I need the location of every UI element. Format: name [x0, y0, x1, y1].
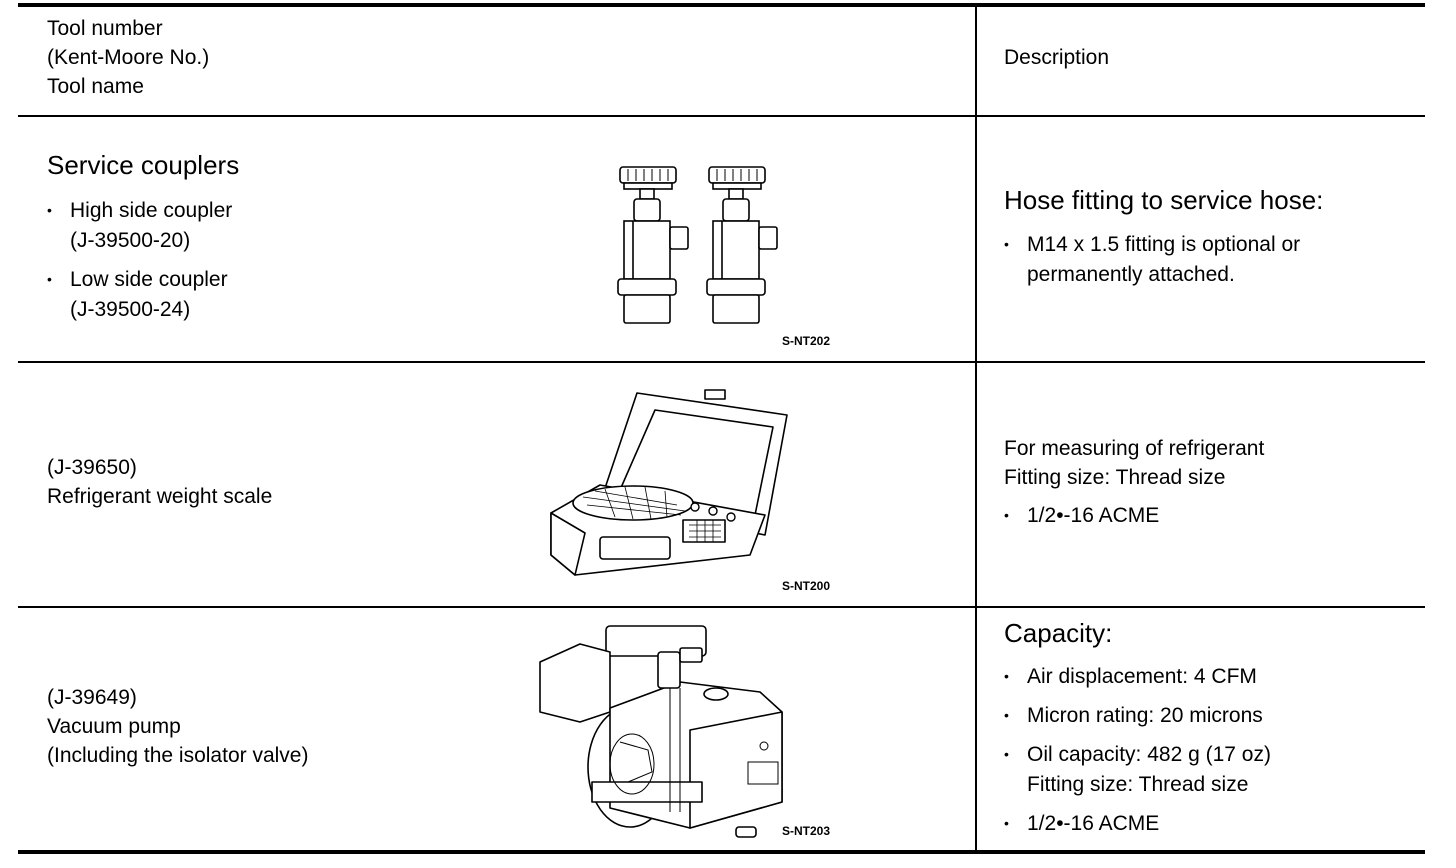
tool-name: Refrigerant weight scale — [47, 485, 273, 508]
list-item-label: High side coupler — [70, 199, 233, 222]
desc-bullet-line: 1/2•-16 ACME — [1027, 812, 1160, 835]
desc-bullet-line: M14 x 1.5 fitting is optional or — [1027, 233, 1301, 256]
desc-title-hose-fitting: Hose fitting to service hose: — [1004, 185, 1324, 215]
bullet: • — [1004, 507, 1009, 523]
desc-bullet-line: Air displacement: 4 CFM — [1027, 665, 1257, 688]
table-bottom-rule — [18, 850, 1425, 854]
desc-bullet-line: Oil capacity: 482 g (17 oz) — [1027, 743, 1271, 766]
row-divider — [18, 361, 1425, 363]
bullet: • — [1004, 236, 1009, 252]
header-divider — [18, 115, 1425, 117]
list-item-code: (J-39500-24) — [70, 298, 191, 321]
figure-code: S-NT200 — [782, 579, 831, 593]
bullet: • — [1004, 668, 1009, 684]
tool-number: (J-39650) — [47, 456, 137, 479]
desc-title-capacity: Capacity: — [1004, 618, 1113, 648]
desc-bullet-line: 1/2•-16 ACME — [1027, 504, 1160, 527]
tool-note: (Including the isolator valve) — [47, 744, 309, 767]
vacuum-pump-illustration — [539, 625, 783, 838]
list-item-code: (J-39500-20) — [70, 229, 191, 252]
bullet: • — [47, 202, 52, 218]
figure-code: S-NT202 — [782, 334, 831, 348]
desc-bullet-line: Micron rating: 20 microns — [1027, 704, 1263, 727]
header-tool-name: Tool name — [47, 75, 144, 98]
tool-number: (J-39649) — [47, 686, 137, 709]
bullet: • — [1004, 707, 1009, 723]
list-item-label: Low side coupler — [70, 268, 228, 291]
row-divider — [18, 606, 1425, 608]
bullet: • — [1004, 746, 1009, 762]
header-description: Description — [1004, 46, 1110, 69]
desc-bullet-line: Fitting size: Thread size — [1027, 773, 1249, 796]
figure-code: S-NT203 — [782, 824, 831, 838]
refrigerant-weight-scale-illustration — [550, 389, 788, 576]
bullet: • — [1004, 815, 1009, 831]
desc-line: For measuring of refrigerant — [1004, 437, 1265, 460]
desc-bullet-line: permanently attached. — [1027, 263, 1235, 286]
service-couplers-illustration — [617, 166, 778, 324]
header-kent-moore-no: (Kent-Moore No.) — [47, 46, 210, 69]
header-tool-number: Tool number — [47, 17, 163, 40]
table-top-rule — [18, 3, 1425, 7]
row-title-service-couplers: Service couplers — [47, 150, 240, 180]
tool-name: Vacuum pump — [47, 715, 181, 738]
column-divider — [975, 5, 977, 852]
desc-line: Fitting size: Thread size — [1004, 466, 1226, 489]
bullet: • — [47, 271, 52, 287]
